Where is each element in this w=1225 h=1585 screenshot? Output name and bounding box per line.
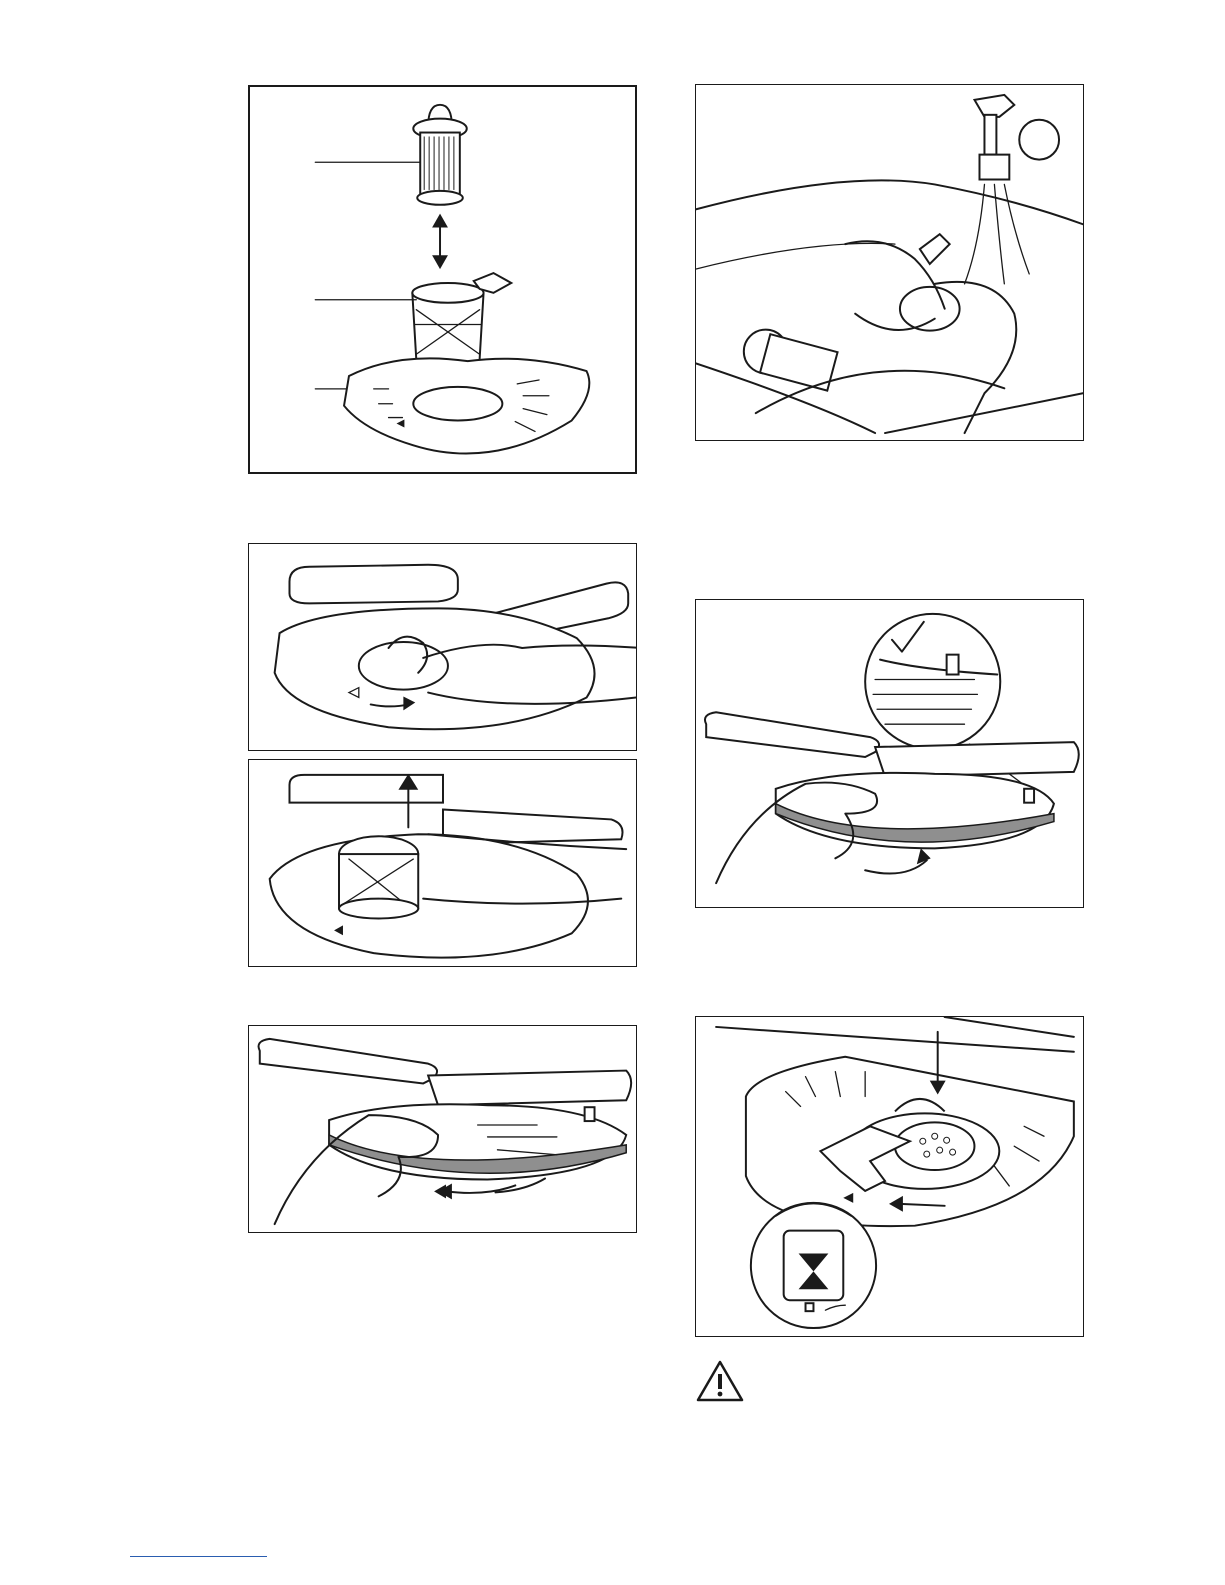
figure-filter-position-check: [695, 599, 1084, 908]
install-filter-illustration: [696, 1017, 1083, 1336]
figure-turn-filter: [248, 543, 637, 751]
figure-rinse-filters: [695, 84, 1084, 441]
remove-flat-filter-illustration: [249, 1026, 636, 1232]
lift-filter-illustration: [249, 760, 636, 966]
water-tap: [965, 95, 1059, 284]
rotate-arrow-icon: [434, 1179, 545, 1200]
lock-indicator-detail: [751, 1203, 876, 1328]
rotate-arrow-icon: [865, 848, 931, 873]
filter-lifted: [339, 836, 418, 918]
figure-filter-assembly: [248, 85, 637, 474]
filter-in-hand: [845, 234, 1016, 433]
warning-triangle-icon: [695, 1359, 745, 1403]
figure-install-filter: [695, 1016, 1084, 1337]
turn-filter-illustration: [249, 544, 636, 750]
fine-filter: [413, 105, 466, 205]
footer-link-rule: [130, 1556, 267, 1557]
filter-position-illustration: [696, 600, 1083, 907]
filter-assembly-illustration: [250, 87, 635, 472]
filter-on-base: [744, 330, 1005, 414]
figure-lift-filter: [248, 759, 637, 967]
double-arrow-icon: [432, 214, 448, 269]
coarse-filter: [412, 273, 511, 359]
rinse-filters-illustration: [696, 85, 1083, 440]
flat-filter: [344, 358, 589, 453]
figure-remove-flat-filter: [248, 1025, 637, 1233]
